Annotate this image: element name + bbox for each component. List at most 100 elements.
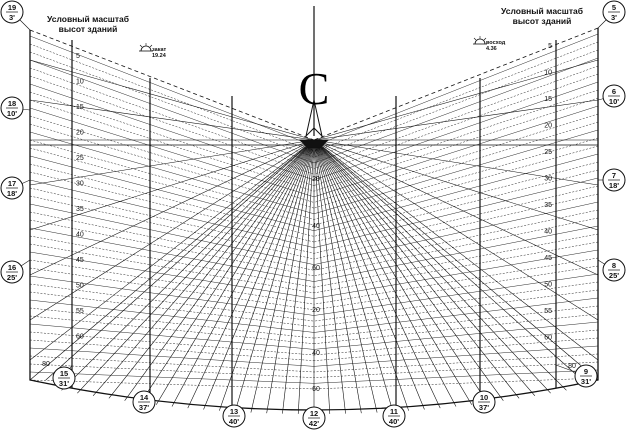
- hatch-line: [29, 59, 315, 164]
- height-scale-caption-right: Условный масштаб высот зданий: [482, 6, 602, 26]
- hour-ray: [171, 139, 315, 407]
- hour-ray: [250, 139, 315, 413]
- hatch-line: [29, 331, 315, 356]
- hatch-line: [29, 43, 315, 152]
- hatch-line: [29, 243, 315, 294]
- scale-tick-left: 45: [76, 257, 84, 264]
- hour-marker-minute: 40': [389, 417, 399, 426]
- hour-marker-minute: 10': [609, 97, 619, 106]
- hatch-line: [29, 363, 315, 378]
- hatch-line: [29, 155, 315, 231]
- hour-ray: [29, 139, 315, 276]
- scale-tick-left: 35: [76, 206, 84, 213]
- hatch-line: [313, 305, 599, 339]
- hour-ray: [313, 139, 457, 407]
- center-scale-tick: 60: [312, 386, 320, 393]
- scale-tick-right: 60: [544, 335, 552, 342]
- hatch-line: [313, 177, 599, 248]
- hatch-line: [313, 49, 599, 158]
- hatch-line: [313, 153, 599, 231]
- sunset-sun-icon: [139, 43, 153, 52]
- hour-ray: [313, 99, 599, 141]
- hour-ray: [313, 139, 409, 411]
- hour-ray: [29, 139, 315, 231]
- hour-marker-hour: 11: [390, 407, 398, 416]
- center-scale-tick: 40: [312, 350, 320, 357]
- hour-ray: [313, 139, 583, 381]
- hour-marker: 53': [602, 0, 626, 24]
- hour-marker-minute: 42': [309, 419, 319, 428]
- hatch-line: [313, 65, 599, 169]
- hatch-line: [313, 201, 599, 265]
- hatch-line: [29, 283, 315, 322]
- hatch-line: [313, 249, 599, 299]
- hour-marker: 718': [602, 168, 626, 192]
- hour-marker-hour: 5: [612, 3, 616, 12]
- scale-tick-right: 25: [544, 149, 552, 156]
- hour-marker-minute: 25': [7, 273, 17, 282]
- hatch-line: [29, 379, 315, 390]
- height-scale-caption-left: Условный масштаб высот зданий: [28, 14, 148, 34]
- center-scale-tick: 80: [568, 363, 576, 370]
- hatch-line: [29, 299, 315, 333]
- sunset-tag: закат 19.24: [152, 47, 166, 59]
- hatch-line: [29, 99, 315, 192]
- hour-marker-hour: 19: [8, 3, 16, 12]
- scale-tick-left: 55: [76, 308, 84, 315]
- hour-ray: [313, 139, 425, 410]
- scale-tick-right: 45: [544, 255, 552, 262]
- scale-tick-right: 55: [544, 308, 552, 315]
- hatch-line: [313, 233, 599, 288]
- hour-marker-hour: 10: [480, 393, 488, 402]
- hour-marker-hour: 8: [612, 261, 616, 270]
- scale-tick-left: 50: [76, 283, 84, 290]
- scale-tick-right: 10: [544, 70, 552, 77]
- hour-marker-hour: 16: [8, 263, 16, 272]
- hour-marker-hour: 9: [584, 367, 588, 376]
- hatch-line: [29, 187, 315, 254]
- hour-ray: [313, 139, 599, 276]
- hour-marker-minute: 10': [7, 109, 17, 118]
- hour-ray: [155, 139, 315, 405]
- scale-tick-right: 50: [544, 282, 552, 289]
- sunrise-tag: восход 4.36: [486, 40, 505, 52]
- hour-marker-minute: 40': [229, 417, 239, 426]
- hour-ray: [313, 139, 567, 391]
- hour-ray: [313, 139, 488, 403]
- sunrise-sun-icon: [473, 36, 487, 45]
- hatch-line: [29, 179, 315, 248]
- hatch-line: [313, 337, 599, 361]
- top-dashed-right: [313, 27, 599, 141]
- hatch-line: [313, 297, 599, 333]
- hatch-line: [29, 355, 315, 373]
- scale-tick-right: 35: [544, 202, 552, 209]
- hatch-line: [313, 369, 599, 384]
- hatch-line: [313, 97, 599, 192]
- caption-line: высот зданий: [58, 24, 118, 34]
- scale-tick-left: 10: [76, 79, 84, 86]
- hour-ray: [313, 139, 599, 361]
- hatch-line: [29, 139, 315, 220]
- hour-marker-hour: 12: [310, 409, 318, 418]
- hour-ray: [297, 139, 315, 414]
- hour-ray: [29, 59, 315, 141]
- hour-ray: [313, 139, 551, 394]
- hour-ray: [140, 139, 315, 403]
- hour-marker: 825': [602, 258, 626, 282]
- hatch-line: [29, 219, 315, 277]
- hatch-line: [313, 193, 599, 260]
- hour-ray: [313, 139, 346, 414]
- hour-ray: [124, 139, 315, 401]
- hatch-line: [313, 57, 599, 164]
- hatch-line: [29, 371, 315, 384]
- hour-ray: [313, 139, 473, 405]
- hatch-line: [313, 105, 599, 198]
- hatch-line: [29, 147, 315, 226]
- north-symbol: С: [299, 63, 330, 114]
